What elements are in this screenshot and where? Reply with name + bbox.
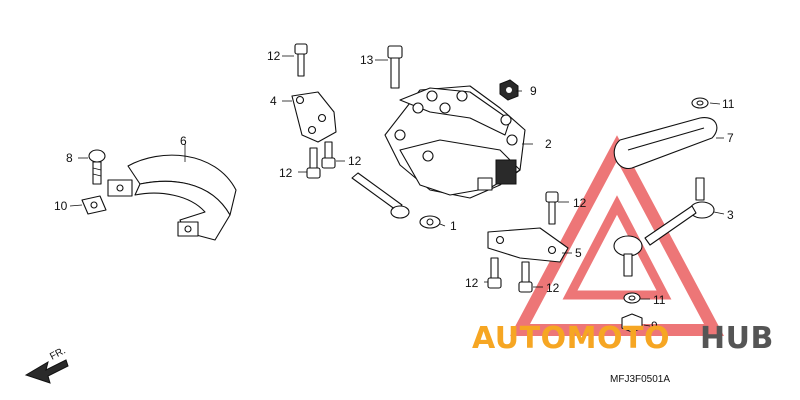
part-9-nut-top xyxy=(499,79,519,101)
callout-6: 6 xyxy=(180,134,187,148)
watermark-text: AUTOMOTO HUB xyxy=(472,321,774,356)
front-direction-arrow xyxy=(24,359,69,384)
part-4-bracket xyxy=(291,91,337,143)
part-10-clip xyxy=(81,195,107,215)
callout-8: 8 xyxy=(66,151,73,165)
callout-4: 4 xyxy=(270,94,277,108)
callout-11-bottom: 11 xyxy=(653,293,666,307)
bolt-12-bracket5-right xyxy=(518,261,533,293)
part-8-bolt xyxy=(88,149,106,185)
callout-12-top: 12 xyxy=(267,49,281,63)
part-6-cover xyxy=(107,154,237,241)
leader-lines xyxy=(69,55,725,327)
direction-label: FR. xyxy=(48,345,67,362)
part-3-rod xyxy=(613,177,715,277)
callout-12-bracket5-right: 12 xyxy=(546,281,560,295)
bolt-12-bracket5-top xyxy=(545,191,559,225)
callout-13: 13 xyxy=(360,53,374,67)
callout-5: 5 xyxy=(575,246,582,260)
bolt-12-left xyxy=(306,147,321,179)
callout-11-top: 11 xyxy=(722,97,735,111)
callout-12-right: 12 xyxy=(348,154,362,168)
watermark-text-part1: AUTOMOTO xyxy=(472,321,670,356)
callout-10: 10 xyxy=(54,199,68,213)
callout-7: 7 xyxy=(727,131,734,145)
part-5-bracket xyxy=(487,227,569,263)
part-7-link xyxy=(613,117,718,169)
bolt-12-top xyxy=(294,43,308,77)
bolt-12-bracket5-left xyxy=(487,257,502,289)
callout-1: 1 xyxy=(450,219,457,233)
callout-12-bracket5-top: 12 xyxy=(573,196,587,210)
callout-9-top: 9 xyxy=(530,84,537,98)
watermark-text-part2: HUB xyxy=(700,321,774,356)
callout-12-bracket5-left: 12 xyxy=(465,276,479,290)
part-1-strap xyxy=(351,172,441,229)
bolt-12-right xyxy=(321,141,336,169)
part-11-washer-top xyxy=(691,97,709,109)
callout-3: 3 xyxy=(727,208,734,222)
diagram-reference: MFJ3F0501A xyxy=(610,374,670,385)
callout-9-bottom: 9 xyxy=(651,319,658,333)
bolt-13 xyxy=(387,45,403,89)
part-11-washer-bottom xyxy=(623,292,641,304)
part-9-nut-bottom xyxy=(621,313,643,333)
callout-2: 2 xyxy=(545,137,552,151)
part-2-main-unit xyxy=(384,85,526,199)
callout-12-left: 12 xyxy=(279,166,293,180)
